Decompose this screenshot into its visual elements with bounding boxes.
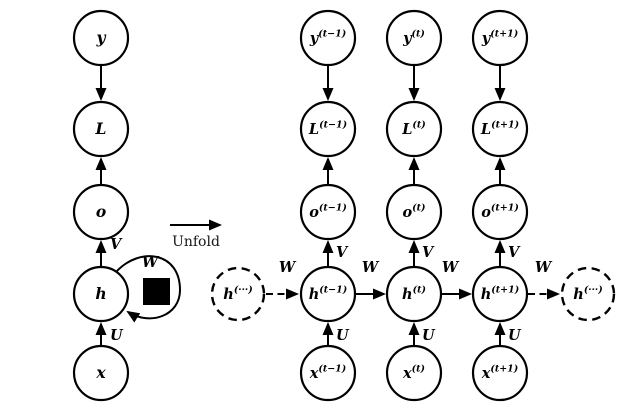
node-y-compact-label: y bbox=[95, 28, 106, 47]
weight-U-label-t: U bbox=[422, 327, 436, 344]
node-y-t-label: y(t) bbox=[402, 29, 425, 48]
timestep-column-t-1: y(t−1) L(t−1) o(t−1) h(t−1) x(t−1) V U bbox=[299, 9, 357, 402]
weight-W-label-2: W bbox=[362, 259, 380, 276]
node-o-t-1 bbox=[299, 183, 357, 241]
weight-W-label-4: W bbox=[535, 259, 553, 276]
weight-W-label-1: W bbox=[279, 259, 297, 276]
node-x-t-label: x(t) bbox=[402, 364, 425, 383]
node-x-t+1 bbox=[471, 344, 529, 402]
weight-V-compact-label: V bbox=[110, 236, 123, 253]
node-h-compact-label: h bbox=[95, 284, 106, 303]
node-o-t+1-label: o(t+1) bbox=[481, 203, 519, 222]
node-h-t bbox=[385, 265, 443, 323]
weight-V-label-t-1: V bbox=[336, 244, 349, 261]
node-L-t bbox=[385, 100, 443, 158]
weight-U-compact-label: U bbox=[110, 327, 124, 344]
edge-h-recurrent-loop bbox=[115, 255, 182, 323]
node-h-t-1-label: h(t−1) bbox=[309, 285, 348, 304]
node-h-compact bbox=[72, 265, 130, 323]
node-y-t+1 bbox=[471, 9, 529, 67]
node-h-t+1 bbox=[471, 265, 529, 323]
unfold-indicator: Unfold bbox=[170, 219, 222, 250]
node-h-context-right-label: h(···) bbox=[573, 285, 602, 304]
node-x-compact bbox=[72, 344, 130, 402]
weight-V-label-t: V bbox=[422, 244, 435, 261]
node-o-t-label: o(t) bbox=[402, 203, 425, 222]
node-y-t-1 bbox=[299, 9, 357, 67]
weight-W-compact-label: W bbox=[142, 254, 160, 271]
node-L-t+1-label: L(t+1) bbox=[480, 120, 519, 139]
node-x-t+1-label: x(t+1) bbox=[481, 364, 519, 383]
node-o-t bbox=[385, 183, 443, 241]
node-y-t-1-label: y(t−1) bbox=[309, 29, 346, 48]
node-x-t bbox=[385, 344, 443, 402]
delay-square-icon bbox=[143, 278, 170, 305]
unfold-label: Unfold bbox=[172, 234, 220, 250]
node-o-compact bbox=[72, 183, 130, 241]
compact-rnn-graph: y L o h x W V U bbox=[72, 9, 182, 402]
node-y-compact bbox=[72, 9, 130, 67]
timestep-column-t: y(t) L(t) o(t) h(t) x(t) V U bbox=[385, 9, 443, 402]
node-x-compact-label: x bbox=[95, 363, 106, 382]
node-L-compact-label: L bbox=[95, 119, 107, 138]
node-h-t+1-label: h(t+1) bbox=[481, 285, 520, 304]
node-h-context-left-label: h(···) bbox=[223, 285, 252, 304]
node-h-t-label: h(t) bbox=[402, 285, 426, 304]
node-o-compact-label: o bbox=[96, 202, 106, 221]
weight-W-label-3: W bbox=[442, 259, 460, 276]
weight-V-label-t+1: V bbox=[508, 244, 521, 261]
weight-U-label-t+1: U bbox=[508, 327, 522, 344]
unfolded-rnn-graph: W W W W h(···) h(···) y(t−1) L(t−1) o(t−… bbox=[210, 9, 616, 402]
weight-U-label-t-1: U bbox=[336, 327, 350, 344]
node-y-t bbox=[385, 9, 443, 67]
node-o-t-1-label: o(t−1) bbox=[309, 203, 347, 222]
node-L-compact bbox=[72, 100, 130, 158]
node-x-t-1-label: x(t−1) bbox=[309, 364, 347, 383]
node-h-context-left bbox=[210, 266, 266, 322]
node-y-t+1-label: y(t+1) bbox=[481, 29, 518, 48]
node-h-context-right bbox=[560, 266, 616, 322]
timestep-column-t+1: y(t+1) L(t+1) o(t+1) h(t+1) x(t+1) V U bbox=[471, 9, 529, 402]
node-x-t-1 bbox=[299, 344, 357, 402]
node-h-t-1 bbox=[299, 265, 357, 323]
node-o-t+1 bbox=[471, 183, 529, 241]
node-L-t-1-label: L(t−1) bbox=[308, 120, 347, 139]
node-L-t-label: L(t) bbox=[401, 120, 426, 139]
node-L-t-1 bbox=[299, 100, 357, 158]
node-L-t+1 bbox=[471, 100, 529, 158]
